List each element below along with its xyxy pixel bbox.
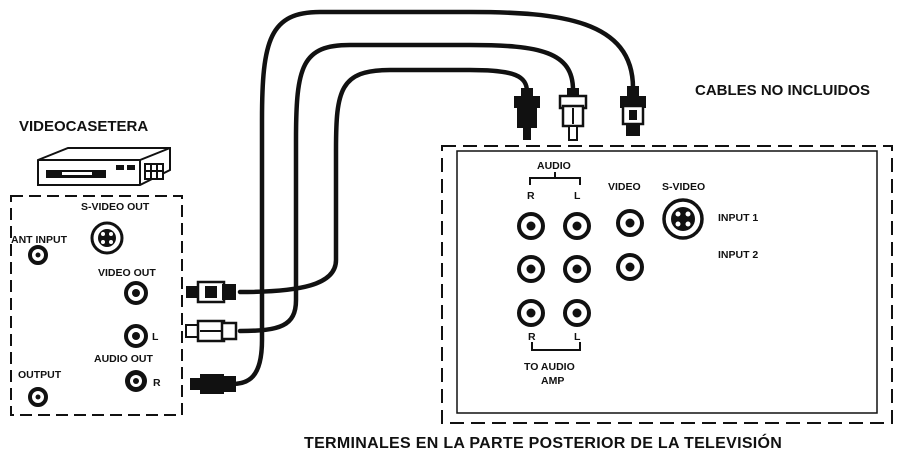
plug-svideo-side: [190, 374, 236, 394]
vcr-audio-r-label: R: [153, 377, 161, 389]
tv-amp-r-label: R: [528, 331, 536, 343]
cable-svideo: [229, 9, 636, 387]
vcr-audio-l-jack[interactable]: [124, 324, 148, 348]
tv-audio-label: AUDIO: [537, 160, 571, 172]
vcr-device-icon: [37, 147, 171, 186]
tv-audio-l-input2-jack[interactable]: [563, 255, 591, 283]
tv-video-input2-jack[interactable]: [616, 253, 644, 281]
tv-audio-r-input2-jack[interactable]: [517, 255, 545, 283]
tv-rear-panel: [441, 145, 893, 424]
plug-audio-black-top: [514, 88, 540, 140]
tv-to-audio-label: TO AUDIO: [524, 361, 575, 373]
cables-not-included-label: CABLES NO INCLUIDOS: [695, 82, 870, 99]
vcr-title: VIDEOCASETERA: [19, 118, 148, 135]
vcr-audio-l-label: L: [152, 331, 159, 343]
tv-audio-r-input1-jack[interactable]: [517, 212, 545, 240]
tv-amp-l-jack[interactable]: [563, 299, 591, 327]
vcr-svideo-out-label: S-VIDEO OUT: [81, 201, 150, 213]
vcr-ant-input-jack[interactable]: [28, 245, 48, 265]
tv-audio-l-label: L: [574, 190, 581, 202]
tv-input2-label: INPUT 2: [718, 249, 758, 261]
tv-rear-title: TERMINALES EN LA PARTE POSTERIOR DE LA T…: [304, 433, 782, 452]
tv-svideo-input1-jack[interactable]: [662, 198, 704, 240]
cable-audio-white: [237, 42, 576, 334]
tv-audio-bracket: [529, 177, 581, 185]
cable-audio-black: [237, 67, 530, 295]
vcr-video-out-jack[interactable]: [124, 281, 148, 305]
plug-audio-black-side: [186, 280, 236, 304]
vcr-output-jack[interactable]: [28, 387, 48, 407]
tv-input1-label: INPUT 1: [718, 212, 758, 224]
vcr-output-label: OUTPUT: [18, 369, 62, 381]
tv-amp-label: AMP: [541, 375, 564, 387]
plug-audio-white-top: [558, 88, 588, 141]
plug-audio-white-side: [185, 319, 238, 343]
tv-audio-l-input1-jack[interactable]: [563, 212, 591, 240]
vcr-audio-out-label: AUDIO OUT: [94, 353, 154, 365]
tv-amp-l-label: L: [574, 331, 581, 343]
vcr-ant-input-label: ANT INPUT: [11, 234, 68, 246]
plug-svideo-top: [620, 86, 646, 136]
tv-video-input1-jack[interactable]: [616, 209, 644, 237]
tv-svideo-label: S-VIDEO: [662, 181, 705, 193]
tv-amp-r-jack[interactable]: [517, 299, 545, 327]
tv-audio-r-label: R: [527, 190, 535, 202]
cables: [229, 9, 636, 387]
vcr-audio-r-jack[interactable]: [125, 370, 147, 392]
tv-amp-bracket: [531, 342, 581, 351]
vcr-svideo-out-jack[interactable]: [90, 221, 124, 255]
vcr-rear-panel: [10, 195, 183, 416]
vcr-video-out-label: VIDEO OUT: [98, 267, 156, 279]
tv-video-label: VIDEO: [608, 181, 641, 193]
